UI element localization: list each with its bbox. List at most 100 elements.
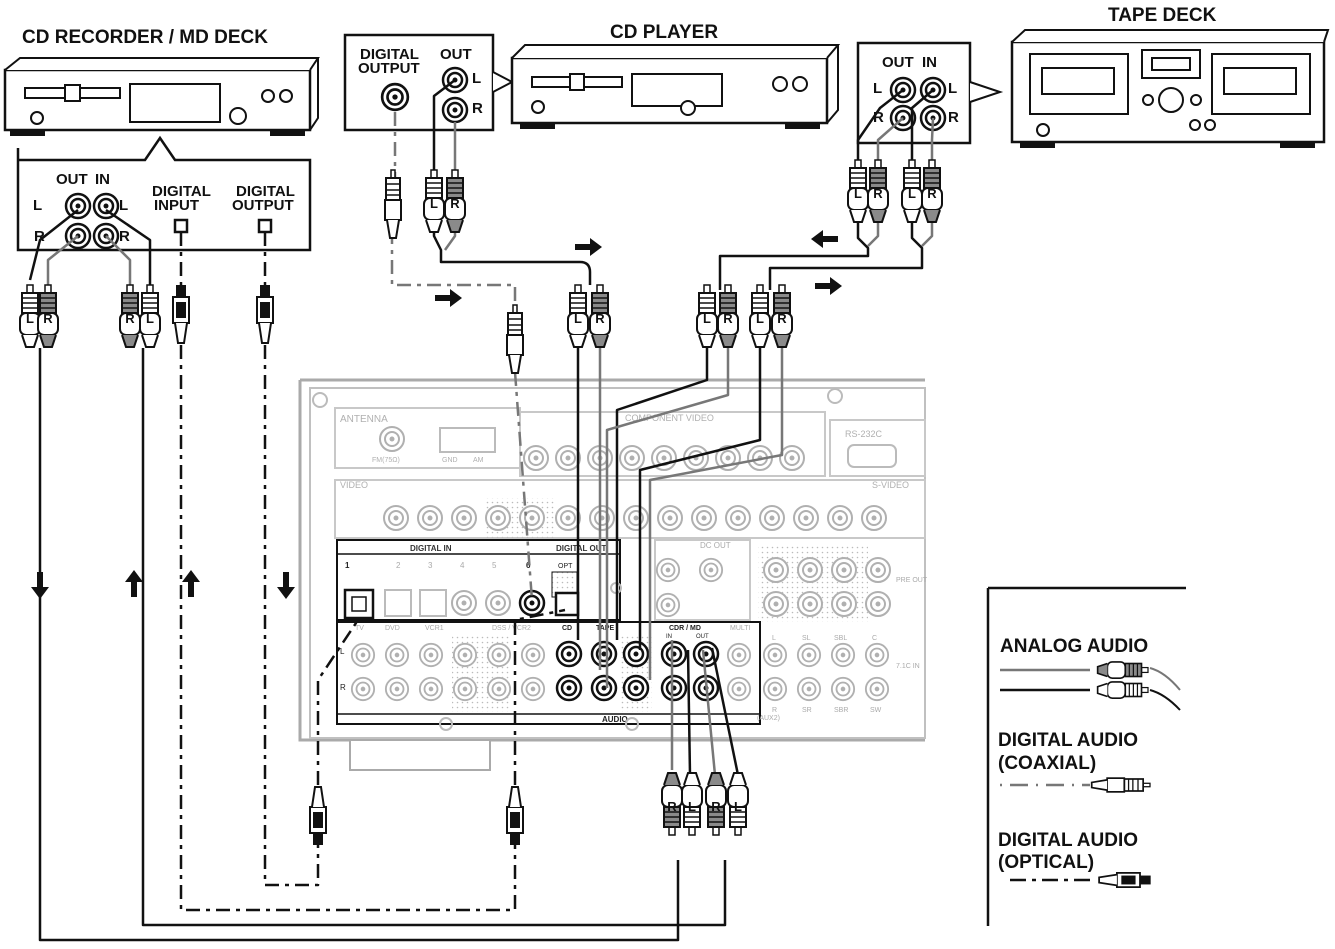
cd-player-title: CD PLAYER — [610, 22, 719, 43]
cd-player: DIGITAL OUTPUT OUT L R — [343, 33, 841, 132]
plug-letter-rcv-cdr-out-l: L — [734, 799, 742, 814]
spk-r-label: R — [772, 707, 777, 714]
tape-r-label: R — [873, 109, 884, 126]
legend-coax-plug-icon — [1090, 777, 1151, 793]
plug-letter-rcv-tape-out-r: R — [777, 311, 787, 326]
plug-cd-coax-top — [384, 169, 402, 239]
cd-digital-output-label-2: OUTPUT — [358, 60, 420, 77]
component-video-label: COMPONENT VIDEO — [625, 413, 714, 423]
plug-letter-cd-r: R — [450, 196, 460, 211]
arrow-down-icon — [31, 572, 49, 599]
cd-digital-output-jack — [380, 82, 410, 112]
spk-sr-label: SR — [802, 707, 812, 714]
cd-l-label: L — [472, 70, 481, 87]
cd-out-r-jack — [441, 96, 469, 124]
cdr-md-deck: OUT IN L R L R DIGITAL INPUT DIGITAL OUT… — [3, 57, 320, 252]
spk-sl-label: SL — [802, 635, 811, 642]
plug-rcv-coax — [506, 304, 524, 374]
plug-letter-rcv-tape-in-l: L — [703, 311, 711, 326]
opt-label: OPT — [558, 563, 573, 570]
cdr-digital-input-jack — [173, 218, 189, 234]
cdr-r2-label: R — [119, 228, 130, 245]
tape-deck: OUT IN L R L R — [856, 29, 1330, 148]
spk-sbl-label: SBL — [834, 635, 847, 642]
tape-out-label: OUT — [882, 54, 914, 71]
plug-rcv-optical-out — [506, 786, 524, 846]
svideo-label: S-VIDEO — [872, 480, 909, 490]
audio-r-side-label: R — [340, 683, 346, 692]
arrow-right-icon — [815, 277, 842, 295]
plug-letter-cdr-in-l: L — [146, 311, 154, 326]
plug-letter-rcv-cd-l: L — [574, 311, 582, 326]
tape-in-label: IN — [922, 54, 937, 71]
plug-letter-rcv-cdr-in-l: L — [688, 799, 696, 814]
cdr-in-label: IN — [666, 634, 672, 640]
cdr-digital-input-label-1: DIGITAL — [152, 183, 211, 200]
audio-l-side-label: L — [340, 647, 345, 656]
cdr-out-l-jack — [64, 192, 92, 220]
audio-vcr1-label: VCR1 — [425, 625, 444, 632]
plug-letter-tape-out-r: R — [873, 186, 883, 201]
legend-analog-plug-white-icon — [1096, 681, 1149, 699]
spk-c-label: C — [872, 635, 877, 642]
plug-letter-rcv-cdr-in-r: R — [667, 799, 677, 814]
digital-in-1-label: 1 — [345, 561, 350, 570]
plug-letter-rcv-tape-out-l: L — [756, 311, 764, 326]
plug-letter-tape-in-l: L — [908, 186, 916, 201]
plug-cdr-optical-in — [172, 284, 190, 344]
digital-in-2-label: 2 — [396, 561, 401, 570]
audio-gray-jacks — [350, 642, 752, 702]
audio-cd-label: CD — [562, 625, 572, 632]
legend-optical-label-1: DIGITAL AUDIO — [998, 830, 1138, 851]
video-label: VIDEO — [340, 480, 368, 490]
video-jacks — [383, 505, 887, 531]
digital-in-4-label: 4 — [460, 561, 465, 570]
legend-analog-label: ANALOG AUDIO — [1000, 636, 1148, 657]
rs232c-label: RS-232C — [845, 429, 883, 439]
plug-letter-cdr-out-r: R — [43, 311, 53, 326]
gnd-label: GND — [442, 457, 458, 464]
aux2-label: (AUX2) — [757, 715, 780, 722]
plug-letter-rcv-tape-in-r: R — [723, 311, 733, 326]
legend-coax-label-2: (COAXIAL) — [998, 753, 1096, 774]
arrow-right-icon — [575, 238, 602, 256]
cdr-l-label: L — [33, 197, 42, 214]
plug-letter-cdr-out-l: L — [26, 311, 34, 326]
arrow-right-icon — [435, 289, 462, 307]
audio-multi-label: MULTI — [730, 625, 751, 632]
digital-in-3-label: 3 — [428, 561, 433, 570]
antenna-label: ANTENNA — [340, 414, 388, 425]
cd-out-label: OUT — [440, 46, 472, 63]
cd-r-label: R — [472, 100, 483, 117]
cd-digital-output-label-1: DIGITAL — [360, 46, 419, 63]
cdr-in-label: IN — [95, 171, 110, 188]
arrow-up-icon — [182, 570, 200, 597]
audio-tv-label: TV — [355, 625, 364, 632]
plug-cdr-optical-out — [256, 284, 274, 344]
optical-in-1-jack — [343, 588, 375, 620]
plug-letters: L R L R L R L R L R L R L R R L R L R L — [26, 186, 937, 814]
cdr-digital-output-jack — [257, 218, 273, 234]
audio-label: AUDIO — [602, 715, 628, 724]
plug-rcv-optical-in — [309, 786, 327, 846]
cables — [28, 79, 935, 942]
audio-dvd-label: DVD — [385, 625, 400, 632]
spk-l-label: L — [772, 635, 776, 642]
cdr-out-label: OUT — [56, 171, 88, 188]
legend-optical-plug-icon — [1098, 871, 1152, 889]
cdr-l2-label: L — [119, 197, 128, 214]
spk-sbr-label: SBR — [834, 707, 848, 714]
arrow-left-icon — [811, 230, 838, 248]
plug-letter-cd-l: L — [430, 196, 438, 211]
tape-r2-label: R — [948, 109, 959, 126]
digital-out-label: DIGITAL OUT — [556, 544, 606, 553]
spk-sw-label: SW — [870, 707, 882, 714]
multi-ch-jacks — [762, 642, 890, 702]
digital-in-5-label: 5 — [492, 561, 497, 570]
pre-out-label: PRE OUT — [896, 577, 928, 584]
arrow-up-icon — [125, 570, 143, 597]
legend-coax-label-1: DIGITAL AUDIO — [998, 730, 1138, 751]
cdr-out-label: OUT — [696, 634, 709, 640]
cdr-digital-output-label-1: DIGITAL — [236, 183, 295, 200]
